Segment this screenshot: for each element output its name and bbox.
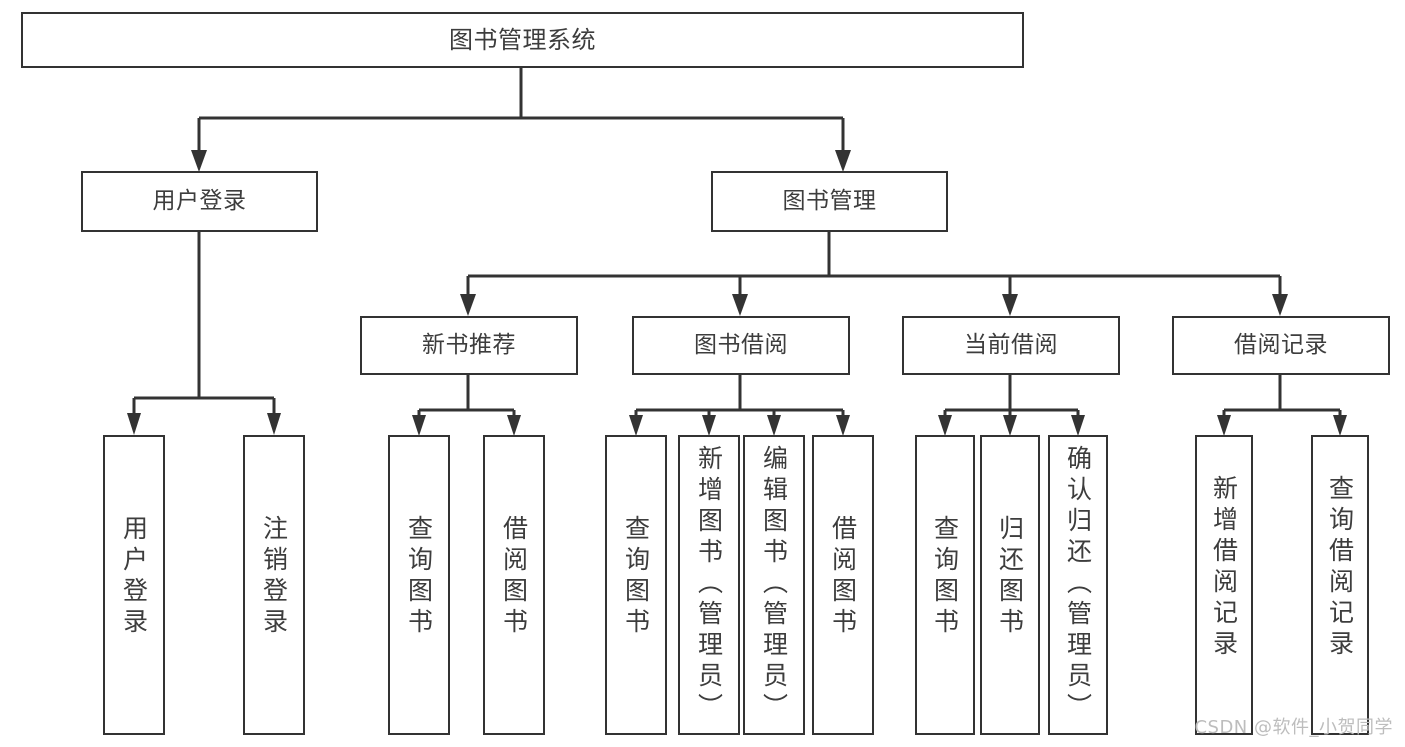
node-label: 新增图书（管理员） — [694, 445, 724, 724]
node-label: 图书管理系统 — [449, 25, 596, 54]
node-book-management[interactable]: 图书管理 — [711, 171, 948, 232]
node-label: 借阅记录 — [1234, 331, 1328, 358]
node-label: 查询图书 — [621, 515, 651, 639]
arrowheads-bookborrow-leaves — [629, 415, 850, 436]
edge-root-to-level2 — [197, 68, 845, 153]
leaf-query-book-newbook[interactable]: 查询图书 — [388, 435, 450, 735]
node-label: 编辑图书（管理员） — [759, 445, 789, 724]
node-label: 用户登录 — [152, 187, 247, 214]
arrowheads-level3 — [460, 294, 1288, 316]
leaf-query-book-currentborrow[interactable]: 查询图书 — [915, 435, 975, 735]
node-label: 新增借阅记录 — [1209, 475, 1239, 661]
node-root-book-management-system[interactable]: 图书管理系统 — [21, 12, 1024, 68]
edge-borrowrecord-to-leaves — [1222, 375, 1342, 418]
arrowheads-newbook-leaves — [412, 415, 521, 436]
node-label: 借阅图书 — [828, 515, 858, 639]
leaf-add-borrow-record[interactable]: 新增借阅记录 — [1195, 435, 1253, 735]
leaf-return-book[interactable]: 归还图书 — [980, 435, 1040, 735]
edge-bookborrow-to-leaves — [634, 375, 845, 418]
watermark-csdn: CSDN @软件_小贺同学 — [1194, 717, 1393, 738]
node-label: 图书管理 — [782, 187, 877, 214]
leaf-logout-login[interactable]: 注销登录 — [243, 435, 305, 735]
node-borrow-record[interactable]: 借阅记录 — [1172, 316, 1390, 375]
node-book-borrow[interactable]: 图书借阅 — [632, 316, 850, 375]
edge-newbook-to-leaves — [417, 375, 516, 418]
node-label: 查询图书 — [930, 515, 960, 639]
node-label: 新书推荐 — [422, 331, 516, 358]
node-label: 注销登录 — [259, 515, 289, 639]
leaf-borrow-book-bookborrow[interactable]: 借阅图书 — [812, 435, 874, 735]
node-user-login[interactable]: 用户登录 — [81, 171, 318, 232]
node-label: 归还图书 — [995, 515, 1025, 639]
leaf-borrow-book-newbook[interactable]: 借阅图书 — [483, 435, 545, 735]
leaf-edit-book-admin[interactable]: 编辑图书（管理员） — [743, 435, 805, 735]
arrowheads-userlogin-leaves — [127, 413, 281, 435]
node-label: 确认归还（管理员） — [1063, 445, 1093, 724]
leaf-query-book-bookborrow[interactable]: 查询图书 — [605, 435, 667, 735]
edge-userlogin-to-leaves — [132, 232, 276, 416]
leaf-query-borrow-record[interactable]: 查询借阅记录 — [1311, 435, 1369, 735]
node-label: 查询图书 — [404, 515, 434, 639]
edge-currentborrow-to-leaves — [943, 375, 1080, 418]
arrowheads-borrowrecord-leaves — [1217, 415, 1347, 436]
arrowheads-level2 — [191, 150, 851, 172]
leaf-user-login[interactable]: 用户登录 — [103, 435, 165, 735]
edge-bookmanage-to-level3 — [466, 232, 1282, 297]
arrowheads-currentborrow-leaves — [938, 415, 1085, 436]
node-new-book-recommendation[interactable]: 新书推荐 — [360, 316, 578, 375]
node-current-borrow[interactable]: 当前借阅 — [902, 316, 1120, 375]
node-label: 图书借阅 — [694, 331, 788, 358]
node-label: 查询借阅记录 — [1325, 475, 1355, 661]
node-label: 借阅图书 — [499, 515, 529, 639]
leaf-add-book-admin[interactable]: 新增图书（管理员） — [678, 435, 740, 735]
leaf-confirm-return-admin[interactable]: 确认归还（管理员） — [1048, 435, 1108, 735]
node-label: 用户登录 — [119, 515, 149, 639]
node-label: 当前借阅 — [964, 331, 1058, 358]
